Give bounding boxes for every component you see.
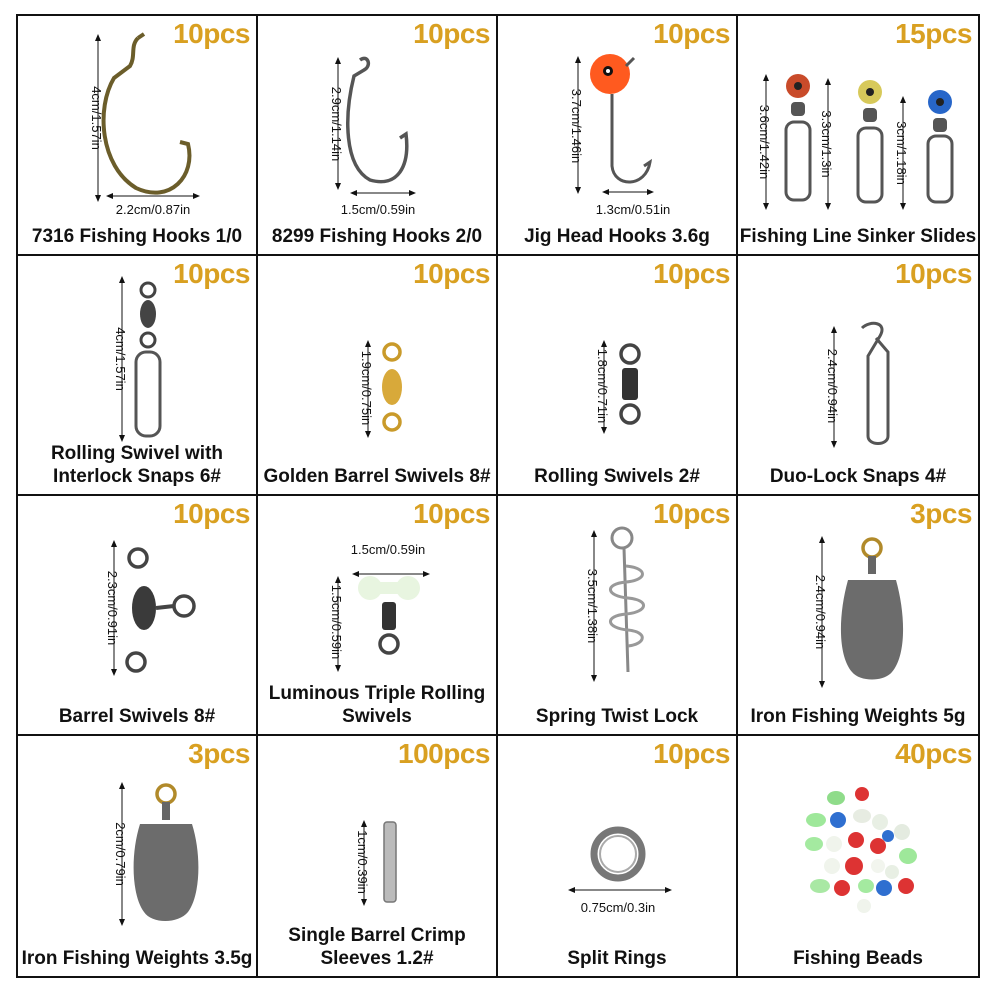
dim-label: 1cm/0.39in xyxy=(355,830,370,894)
fishing-beads-icon xyxy=(805,787,917,913)
dim-label: 3.7cm/1.46in xyxy=(569,89,584,163)
quantity-badge: 10pcs xyxy=(895,258,972,289)
bullet-weight-icon: 2.4cm/0.94in xyxy=(813,536,904,688)
quantity-badge: 10pcs xyxy=(173,258,250,289)
item-cell: 2.3cm/0.91in 10pcs Barrel Swivels 8# xyxy=(18,496,258,736)
quantity-badge: 3pcs xyxy=(910,498,972,529)
item-name: Spring Twist Lock xyxy=(535,706,699,727)
bullet-weight-small-icon: 2cm/0.79in xyxy=(113,782,199,926)
quantity-badge: 10pcs xyxy=(413,258,490,289)
quantity-badge: 100pcs xyxy=(398,738,490,769)
spring-twist-lock-icon: 3.5cm/1.38in xyxy=(585,526,645,682)
item-name: 8299 Fishing Hooks 2/0 xyxy=(271,226,483,247)
item-cell: 1.8cm/0.71in 10pcs Rolling Swivels 2# xyxy=(498,256,738,496)
dim-label: 1.3cm/0.51in xyxy=(596,202,670,217)
item-name: Single Barrel Crimp Sleeves 1.2# xyxy=(288,925,466,969)
dim-label: 3.5cm/1.38in xyxy=(585,569,600,643)
item-cell: 0.75cm/0.3in 10pcs Split Rings xyxy=(498,736,738,976)
product-grid: 4cm/1.57in 2.2cm/0.87in 10pcs 7316 Fishi… xyxy=(16,14,980,978)
item-cell: 2.9cm/1.14in 1.5cm/0.59in 10pcs 8299 Fis… xyxy=(258,16,498,256)
item-name: Iron Fishing Weights 3.5g xyxy=(21,948,253,969)
jig-head-hook-icon: 3.7cm/1.46in 1.3cm/0.51in xyxy=(569,54,670,217)
item-name: Rolling Swivel with Interlock Snaps 6# xyxy=(50,443,224,487)
dim-label: 3.6cm/1.42in xyxy=(757,105,772,179)
item-name: 7316 Fishing Hooks 1/0 xyxy=(31,226,243,247)
quantity-badge: 10pcs xyxy=(173,18,250,49)
dim-label: 2.4cm/0.94in xyxy=(825,349,840,423)
item-name: Duo-Lock Snaps 4# xyxy=(769,466,947,487)
dim-label: 2.9cm/1.14in xyxy=(329,87,344,161)
item-cell: 1.5cm/0.59in 1.5cm/0.59in 10pcs Luminous… xyxy=(258,496,498,736)
dim-label: 2.3cm/0.91in xyxy=(105,571,120,645)
item-name: Rolling Swivels 2# xyxy=(534,466,700,487)
item-name: Luminous Triple Rolling Swivels xyxy=(268,683,486,727)
dim-label: 2.4cm/0.94in xyxy=(813,575,828,649)
dim-label: 1.5cm/0.59in xyxy=(351,542,425,557)
item-cell: 4cm/1.57in 2.2cm/0.87in 10pcs 7316 Fishi… xyxy=(18,16,258,256)
dim-label: 1.9cm/0.75in xyxy=(359,351,374,425)
item-name: Fishing Beads xyxy=(793,948,923,969)
item-cell: 2.4cm/0.94in 10pcs Duo-Lock Snaps 4# xyxy=(738,256,978,496)
rolling-swivel-icon: 1.8cm/0.71in xyxy=(595,340,641,434)
item-name: Iron Fishing Weights 5g xyxy=(750,706,966,727)
dim-label: 3.3cm/1.3in xyxy=(819,110,834,177)
item-cell: 3.7cm/1.46in 1.3cm/0.51in 10pcs Jig Head… xyxy=(498,16,738,256)
sinker-slide-icon: 3.6cm/1.42in 3.3cm/1.3in 3cm/1.18in xyxy=(757,74,954,210)
item-name: Barrel Swivels 8# xyxy=(58,706,216,727)
dim-label: 1.8cm/0.71in xyxy=(595,349,610,423)
swivel-snap-icon: 4cm/1.57in xyxy=(113,276,162,442)
dim-label: 0.75cm/0.3in xyxy=(581,900,655,915)
dim-label: 2.2cm/0.87in xyxy=(116,202,190,217)
quantity-badge: 10pcs xyxy=(173,498,250,529)
item-cell: 4cm/1.57in 10pcs Rolling Swivel with Int… xyxy=(18,256,258,496)
fishing-hook-icon: 2.9cm/1.14in 1.5cm/0.59in xyxy=(329,56,416,217)
item-cell: 3.5cm/1.38in 10pcs Spring Twist Lock xyxy=(498,496,738,736)
item-cell: 40pcs Fishing Beads xyxy=(738,736,978,976)
item-cell: 2cm/0.79in 3pcs Iron Fishing Weights 3.5… xyxy=(18,736,258,976)
item-name: Fishing Line Sinker Slides xyxy=(739,226,977,247)
three-way-swivel-icon: 2.3cm/0.91in xyxy=(105,540,196,676)
quantity-badge: 10pcs xyxy=(653,258,730,289)
quantity-badge: 10pcs xyxy=(413,498,490,529)
dim-label: 4cm/1.57in xyxy=(113,327,128,391)
dim-label: 4cm/1.57in xyxy=(89,86,104,150)
item-cell: 3.6cm/1.42in 3.3cm/1.3in 3cm/1.18in 15pc… xyxy=(738,16,978,256)
quantity-badge: 10pcs xyxy=(413,18,490,49)
quantity-badge: 3pcs xyxy=(188,738,250,769)
quantity-badge: 10pcs xyxy=(653,738,730,769)
item-cell: 1.9cm/0.75in 10pcs Golden Barrel Swivels… xyxy=(258,256,498,496)
crimp-sleeve-icon: 1cm/0.39in xyxy=(355,820,397,906)
item-cell: 1cm/0.39in 100pcs Single Barrel Crimp Sl… xyxy=(258,736,498,976)
duo-lock-snap-icon: 2.4cm/0.94in xyxy=(825,321,890,448)
dim-label: 1.5cm/0.59in xyxy=(329,585,344,659)
item-cell: 2.4cm/0.94in 3pcs Iron Fishing Weights 5… xyxy=(738,496,978,736)
quantity-badge: 10pcs xyxy=(653,18,730,49)
golden-barrel-swivel-icon: 1.9cm/0.75in xyxy=(359,340,402,438)
offset-worm-hook-icon: 4cm/1.57in 2.2cm/0.87in xyxy=(89,32,200,217)
dim-label: 1.5cm/0.59in xyxy=(341,202,415,217)
item-name: Split Rings xyxy=(567,948,667,969)
quantity-badge: 15pcs xyxy=(895,18,972,49)
item-name: Golden Barrel Swivels 8# xyxy=(263,466,491,487)
luminous-swivel-icon: 1.5cm/0.59in 1.5cm/0.59in xyxy=(329,542,430,672)
split-ring-icon: 0.75cm/0.3in xyxy=(568,826,672,915)
dim-label: 2cm/0.79in xyxy=(113,822,128,886)
quantity-badge: 10pcs xyxy=(653,498,730,529)
item-name: Jig Head Hooks 3.6g xyxy=(524,226,710,247)
dim-label: 3cm/1.18in xyxy=(894,121,909,185)
quantity-badge: 40pcs xyxy=(895,738,972,769)
